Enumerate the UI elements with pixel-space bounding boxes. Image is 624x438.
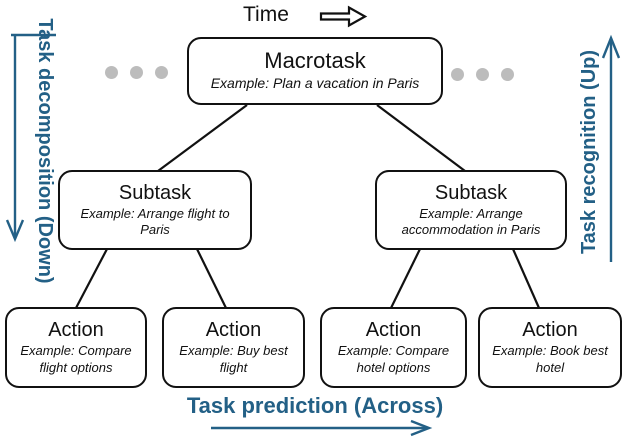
action-node-buy-flight: Action Example: Buy best flight [162,307,305,388]
action-node-compare-hotels: Action Example: Compare hotel options [320,307,467,388]
node-title: Subtask [434,181,508,204]
node-title: Macrotask [264,48,366,74]
node-example: Example: Compare flight options [20,343,132,375]
ellipsis-dot [130,66,143,79]
node-title: Action [365,319,422,342]
time-arrow-icon [319,5,368,28]
action-node-book-hotel: Action Example: Book best hotel [478,307,622,388]
node-title: Action [205,319,262,342]
node-example: Example: Book best hotel [492,343,608,375]
ellipsis-left [105,66,168,79]
node-example: Example: Compare hotel options [337,343,450,375]
node-title: Subtask [118,181,192,204]
ellipsis-dot [155,66,168,79]
node-example: Example: Arrange accommodation in Paris [401,205,541,237]
ellipsis-dot [105,66,118,79]
subtask-node-accommodation: Subtask Example: Arrange accommodation i… [375,170,567,250]
across-arrow-icon [211,419,433,437]
node-example: Example: Buy best flight [179,343,288,375]
macrotask-node: Macrotask Example: Plan a vacation in Pa… [187,37,443,105]
ellipsis-dot [501,68,514,81]
bottom-axis-label: Task prediction (Across) [186,393,444,418]
down-arrow-icon [5,33,56,243]
up-arrow-icon [601,34,621,262]
action-node-compare-flights: Action Example: Compare flight options [5,307,147,388]
node-example: Example: Plan a vacation in Paris [210,75,420,92]
time-label: Time [243,3,289,26]
ellipsis-dot [476,68,489,81]
node-example: Example: Arrange flight to Paris [80,205,230,237]
subtask-node-flight: Subtask Example: Arrange flight to Paris [58,170,252,250]
ellipsis-right [451,68,514,81]
node-title: Action [522,319,578,342]
node-title: Action [48,319,104,342]
ellipsis-dot [451,68,464,81]
